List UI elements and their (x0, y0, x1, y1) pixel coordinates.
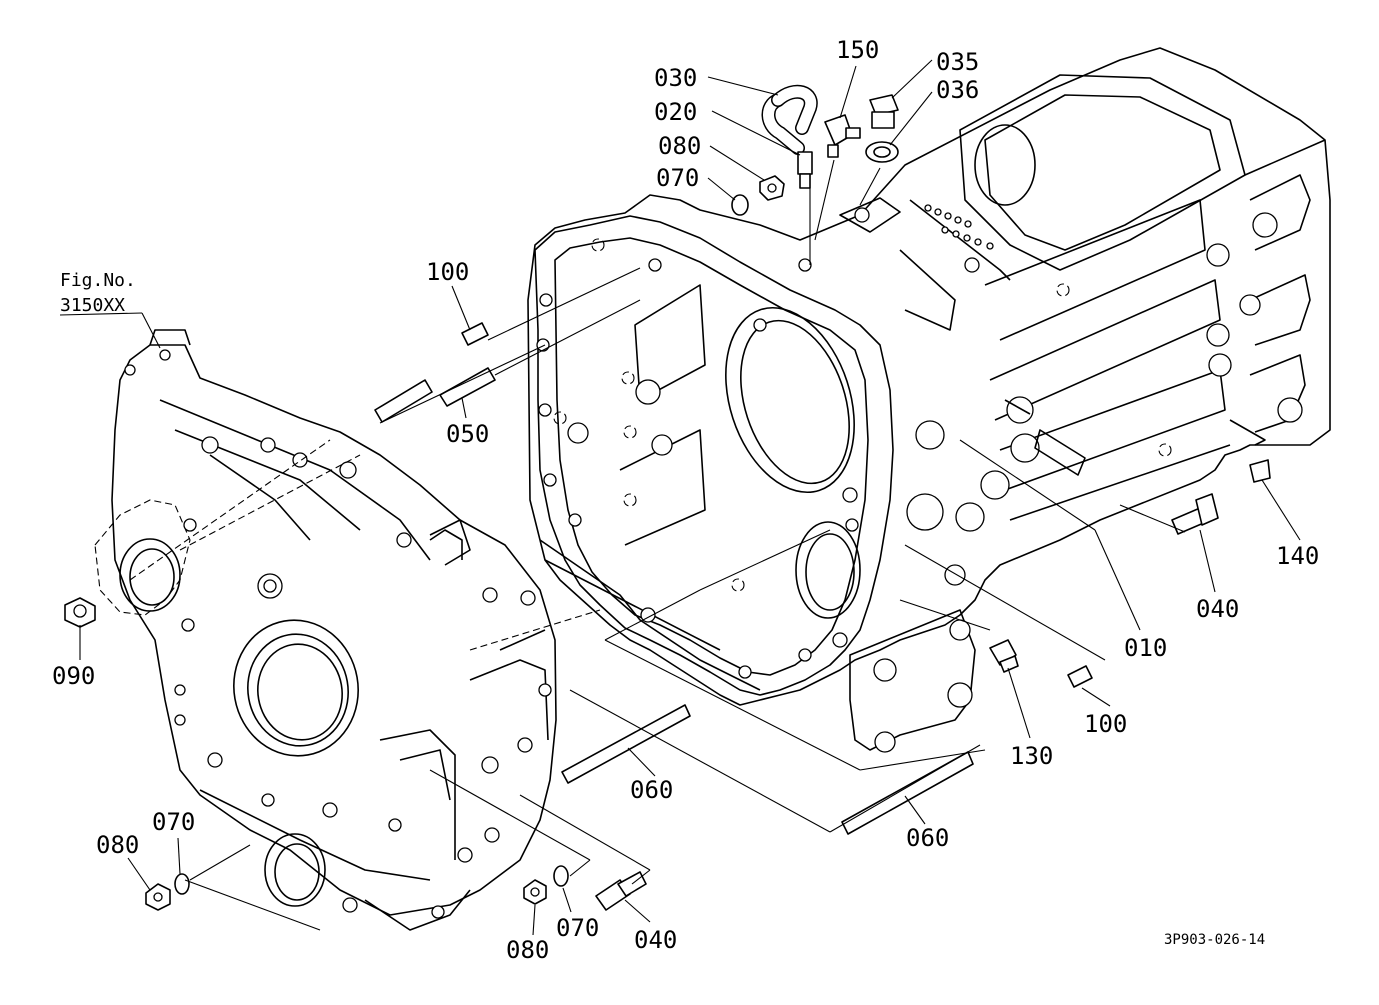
callout-labels: 030 020 080 070 150 035 036 100 050 090 … (52, 36, 1319, 964)
part-060-stud-bottom (841, 751, 974, 835)
callout-100-right: 100 (1084, 710, 1127, 738)
part-090-nut (64, 597, 96, 628)
leader-lines (59, 59, 1301, 936)
callout-070-top: 070 (656, 164, 699, 192)
part-080-nut-bottom (523, 879, 547, 905)
part-130-plug (989, 639, 1019, 673)
part-035-plug (869, 94, 899, 129)
callout-080-bottom: 080 (506, 936, 549, 964)
part-040-bolt-right (1171, 493, 1219, 535)
callout-020: 020 (654, 98, 697, 126)
transmission-case (527, 47, 1331, 753)
part-020-fitting (797, 151, 813, 189)
part-070-washer-left (174, 873, 190, 895)
part-050-studs (374, 367, 496, 423)
callout-150: 150 (836, 36, 879, 64)
part-060-stud-mid (561, 704, 691, 784)
part-100-dowel-right (1067, 665, 1093, 688)
part-080-nut-left (145, 883, 171, 911)
part-140-plug (1249, 459, 1271, 483)
front-gear-case (94, 329, 557, 931)
callout-040-right: 040 (1196, 595, 1239, 623)
callout-100-top: 100 (426, 258, 469, 286)
callout-080-left: 080 (96, 831, 139, 859)
part-080-nut-top (759, 175, 785, 201)
callout-070-bottom: 070 (556, 914, 599, 942)
part-036-washer (865, 141, 899, 163)
callout-060-bottom: 060 (906, 824, 949, 852)
callout-050: 050 (446, 420, 489, 448)
callout-040-bottom: 040 (634, 926, 677, 954)
callout-035: 035 (936, 48, 979, 76)
callout-010: 010 (1124, 634, 1167, 662)
callout-080-top: 080 (658, 132, 701, 160)
callout-090: 090 (52, 662, 95, 690)
callout-140: 140 (1276, 542, 1319, 570)
callout-060-mid: 060 (630, 776, 673, 804)
part-070-washer-top (731, 194, 749, 216)
part-150-elbow (824, 114, 861, 158)
figure-ref-line1: Fig.No. (60, 270, 136, 291)
figure-ref-line2: 3150XX (60, 295, 125, 316)
callout-130: 130 (1010, 742, 1053, 770)
part-030-hose (761, 84, 818, 155)
drawing-code: 3P903-026-14 (1164, 932, 1265, 948)
callout-036: 036 (936, 76, 979, 104)
part-070-washer-bottom (553, 865, 569, 887)
part-100-dowel-top (461, 322, 489, 346)
part-040-bolt-bottom (595, 871, 647, 911)
callout-070-left: 070 (152, 808, 195, 836)
callout-030: 030 (654, 64, 697, 92)
